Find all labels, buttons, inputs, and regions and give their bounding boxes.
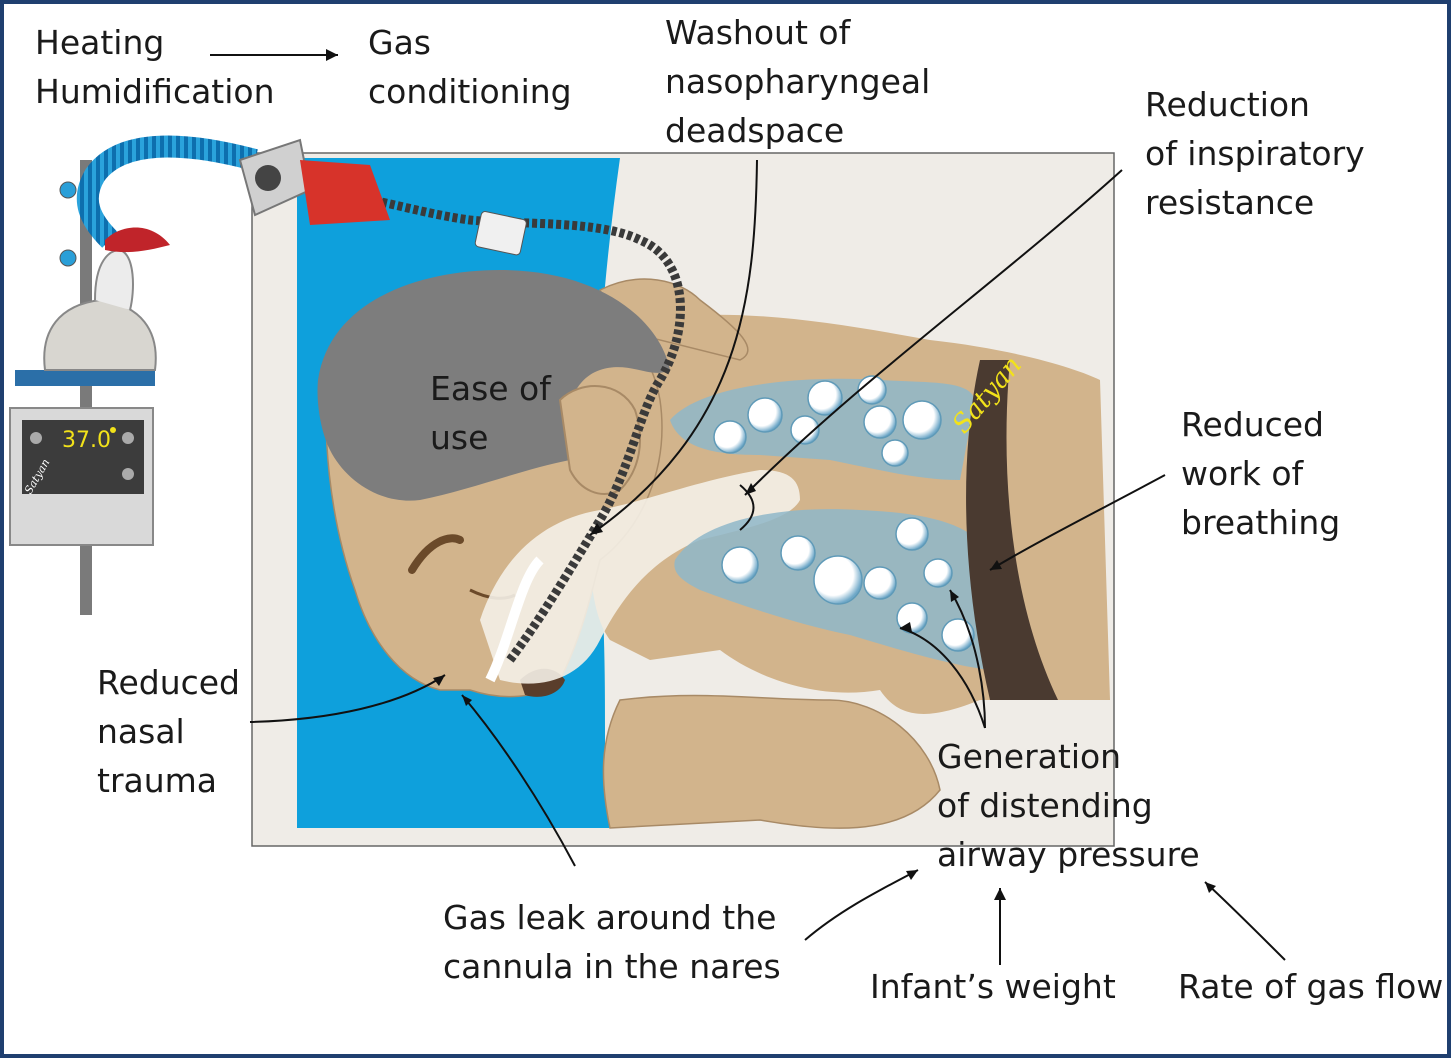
label-heating: Heating	[35, 18, 164, 67]
humidifier-chamber	[44, 300, 156, 370]
label-generation-3: airway pressure	[937, 830, 1200, 879]
label-gas-conditioning-1: Gas	[368, 18, 431, 67]
label-reduced-work-2: work of	[1181, 449, 1303, 498]
label-washout-3: deadspace	[665, 106, 844, 155]
label-gas-leak-2: cannula in the nares	[443, 942, 781, 991]
label-reduction-2: of inspiratory	[1145, 129, 1365, 178]
label-washout-2: nasopharyngeal	[665, 57, 930, 106]
label-reduction-1: Reduction	[1145, 80, 1310, 129]
label-reduced-work-3: breathing	[1181, 498, 1340, 547]
label-washout-1: Washout of	[665, 8, 850, 57]
label-reduced-nasal-3: trauma	[97, 756, 217, 805]
heated-circuit-coil	[88, 146, 255, 240]
label-ease-2: use	[430, 413, 488, 462]
label-reduction-3: resistance	[1145, 178, 1314, 227]
label-gas-leak-1: Gas leak around the	[443, 893, 776, 942]
label-generation-1: Generation	[937, 732, 1121, 781]
label-reduced-nasal-2: nasal	[97, 707, 185, 756]
label-humidification: Humidification	[35, 67, 275, 116]
label-infant-weight: Infant’s weight	[870, 962, 1116, 1011]
device-shelf	[15, 370, 155, 386]
label-reduced-work-1: Reduced	[1181, 400, 1324, 449]
heater-temperature-readout: 37.0	[62, 428, 111, 453]
label-generation-2: of distending	[937, 781, 1153, 830]
label-rate-gas-flow: Rate of gas flow	[1178, 962, 1443, 1011]
label-gas-conditioning-2: conditioning	[368, 67, 572, 116]
label-reduced-nasal-1: Reduced	[97, 658, 240, 707]
label-ease-1: Ease of	[430, 364, 551, 413]
